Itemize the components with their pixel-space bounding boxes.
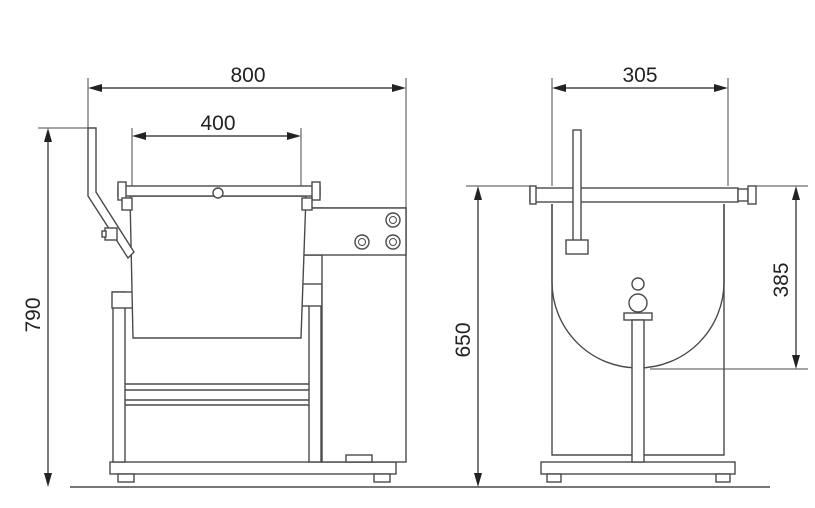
- front-control-button-top-inner: [389, 216, 397, 224]
- side-shaft-ring-top: [631, 277, 645, 291]
- side-shaft-ring: [628, 293, 648, 313]
- front-control-button-left: [354, 234, 370, 250]
- front-control-button-right: [385, 234, 401, 250]
- side-view: [529, 129, 757, 483]
- side-bar-end-left: [529, 185, 537, 205]
- front-frame-right-post: [308, 291, 322, 463]
- front-tilt-lever-knob-cap: [101, 230, 107, 238]
- dim-side-width: [551, 78, 729, 186]
- front-frame-left-cap: [111, 291, 135, 309]
- dim-overall-width: [87, 78, 407, 208]
- dim-label-400: 400: [200, 112, 235, 135]
- dim-bowl-width: [131, 128, 302, 186]
- dim-tilt-height: [650, 185, 808, 370]
- front-bowl-clamp-left: [121, 197, 133, 211]
- front-control-button-top: [385, 212, 401, 228]
- front-control-button-right-inner: [389, 238, 397, 246]
- front-foot-right: [373, 473, 391, 483]
- front-motor-foot: [345, 454, 373, 463]
- front-base-plate: [109, 461, 397, 475]
- side-bar-handle: [737, 188, 749, 202]
- dim-label-650: 650: [452, 322, 475, 357]
- front-tilt-lever-knob: [104, 227, 118, 241]
- front-frame-left-post: [112, 291, 126, 463]
- side-lever-bracket: [565, 239, 589, 255]
- side-shaft-pillar: [631, 319, 645, 463]
- dim-label-800: 800: [230, 64, 265, 87]
- front-bowl: [129, 195, 307, 339]
- side-shaft-flange: [623, 312, 653, 321]
- dim-label-305: 305: [622, 64, 657, 87]
- side-foot-right: [715, 473, 731, 483]
- front-bowl-rim-end-right: [311, 181, 321, 201]
- front-tilt-lever: [87, 127, 135, 260]
- front-foot-left: [117, 473, 135, 483]
- dim-label-385: 385: [770, 262, 793, 297]
- dim-side-height: [466, 185, 530, 487]
- side-lever-rod: [572, 129, 582, 251]
- side-top-bar: [529, 187, 739, 203]
- front-view: [87, 127, 407, 483]
- front-bowl-rim-knob: [212, 187, 224, 199]
- side-base-plate: [540, 461, 736, 475]
- dim-label-790: 790: [22, 297, 45, 332]
- front-frame-right-cap: [301, 283, 323, 307]
- side-bar-handle-cap: [747, 185, 757, 205]
- dim-overall-height: [38, 127, 92, 487]
- front-bowl-clamp-right: [301, 197, 313, 211]
- front-control-button-left-inner: [358, 238, 366, 246]
- side-foot-left: [546, 473, 562, 483]
